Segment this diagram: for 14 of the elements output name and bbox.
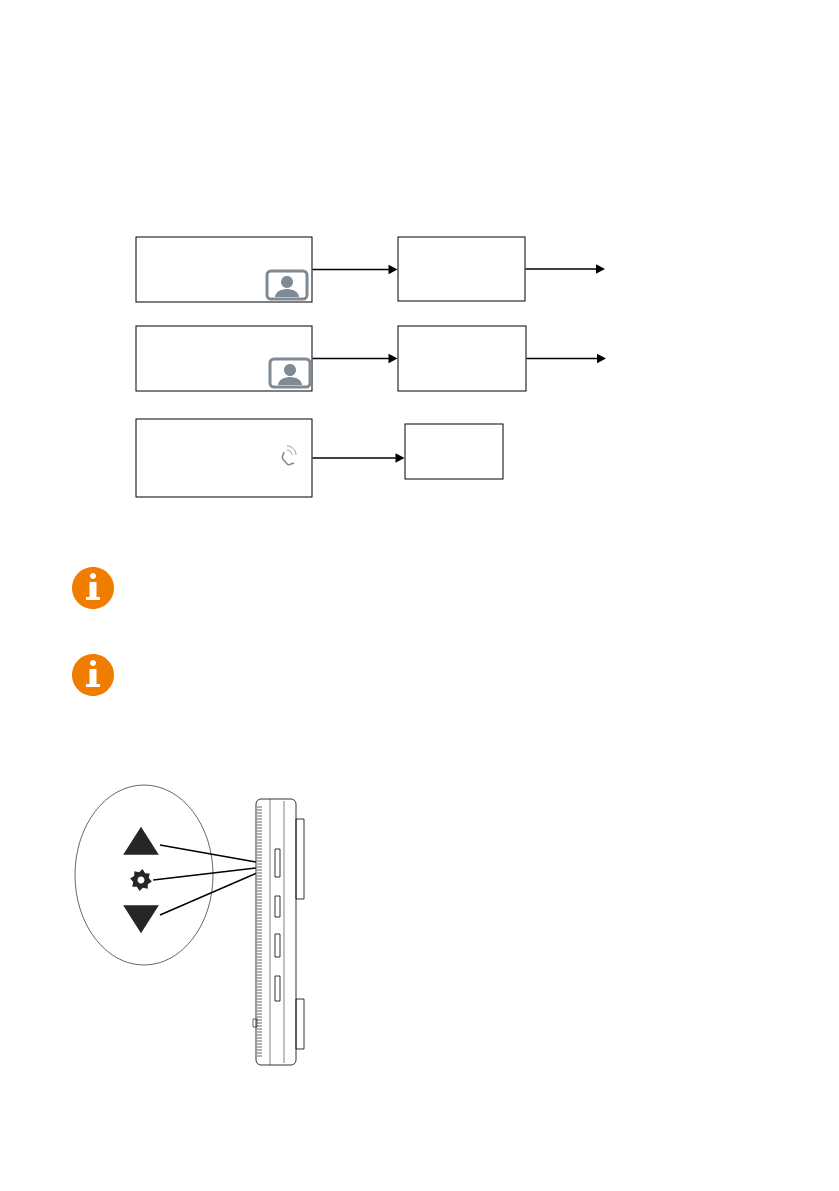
up-arrow-icon	[123, 826, 159, 855]
screen-box	[135, 236, 313, 303]
down-arrow-icon	[123, 905, 159, 934]
leader-line	[152, 867, 257, 881]
screen-box	[397, 325, 527, 392]
gear-icon	[130, 869, 152, 891]
screen-box	[135, 418, 313, 498]
leader-line	[159, 872, 257, 916]
screen-box	[397, 236, 526, 302]
arrow	[524, 264, 605, 274]
screen-box	[135, 325, 313, 392]
intercom-side-drawing	[252, 798, 305, 1066]
leader-line	[159, 844, 257, 863]
screen-box	[404, 423, 504, 480]
